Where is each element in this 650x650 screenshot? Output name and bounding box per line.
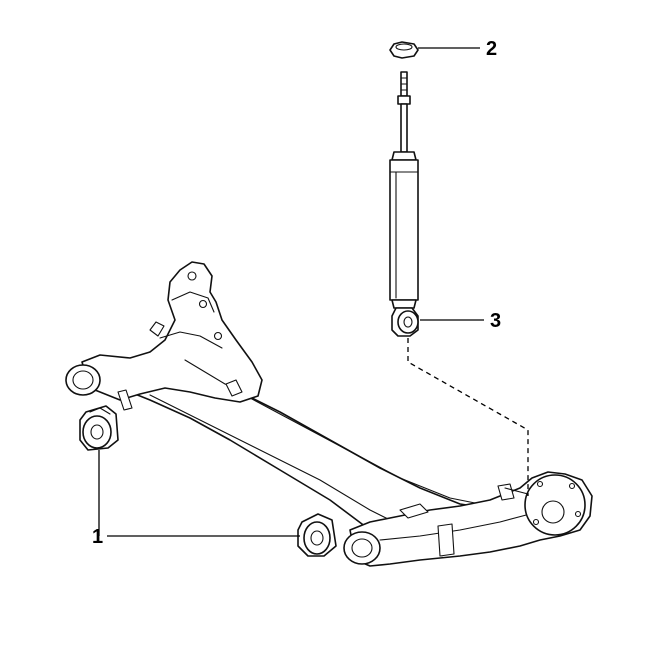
bushing-upper [79, 405, 119, 451]
left-trailing-arm [81, 261, 263, 403]
torsion-beam-axle [65, 261, 593, 567]
shock-absorber-nut [389, 41, 419, 59]
bushing-lower [297, 513, 337, 557]
shock-absorber [389, 71, 419, 337]
callout-1: 1 [92, 526, 103, 548]
assembly-dashed-line [407, 338, 529, 496]
callout-2: 2 [486, 38, 497, 60]
callout-3: 3 [490, 310, 501, 332]
